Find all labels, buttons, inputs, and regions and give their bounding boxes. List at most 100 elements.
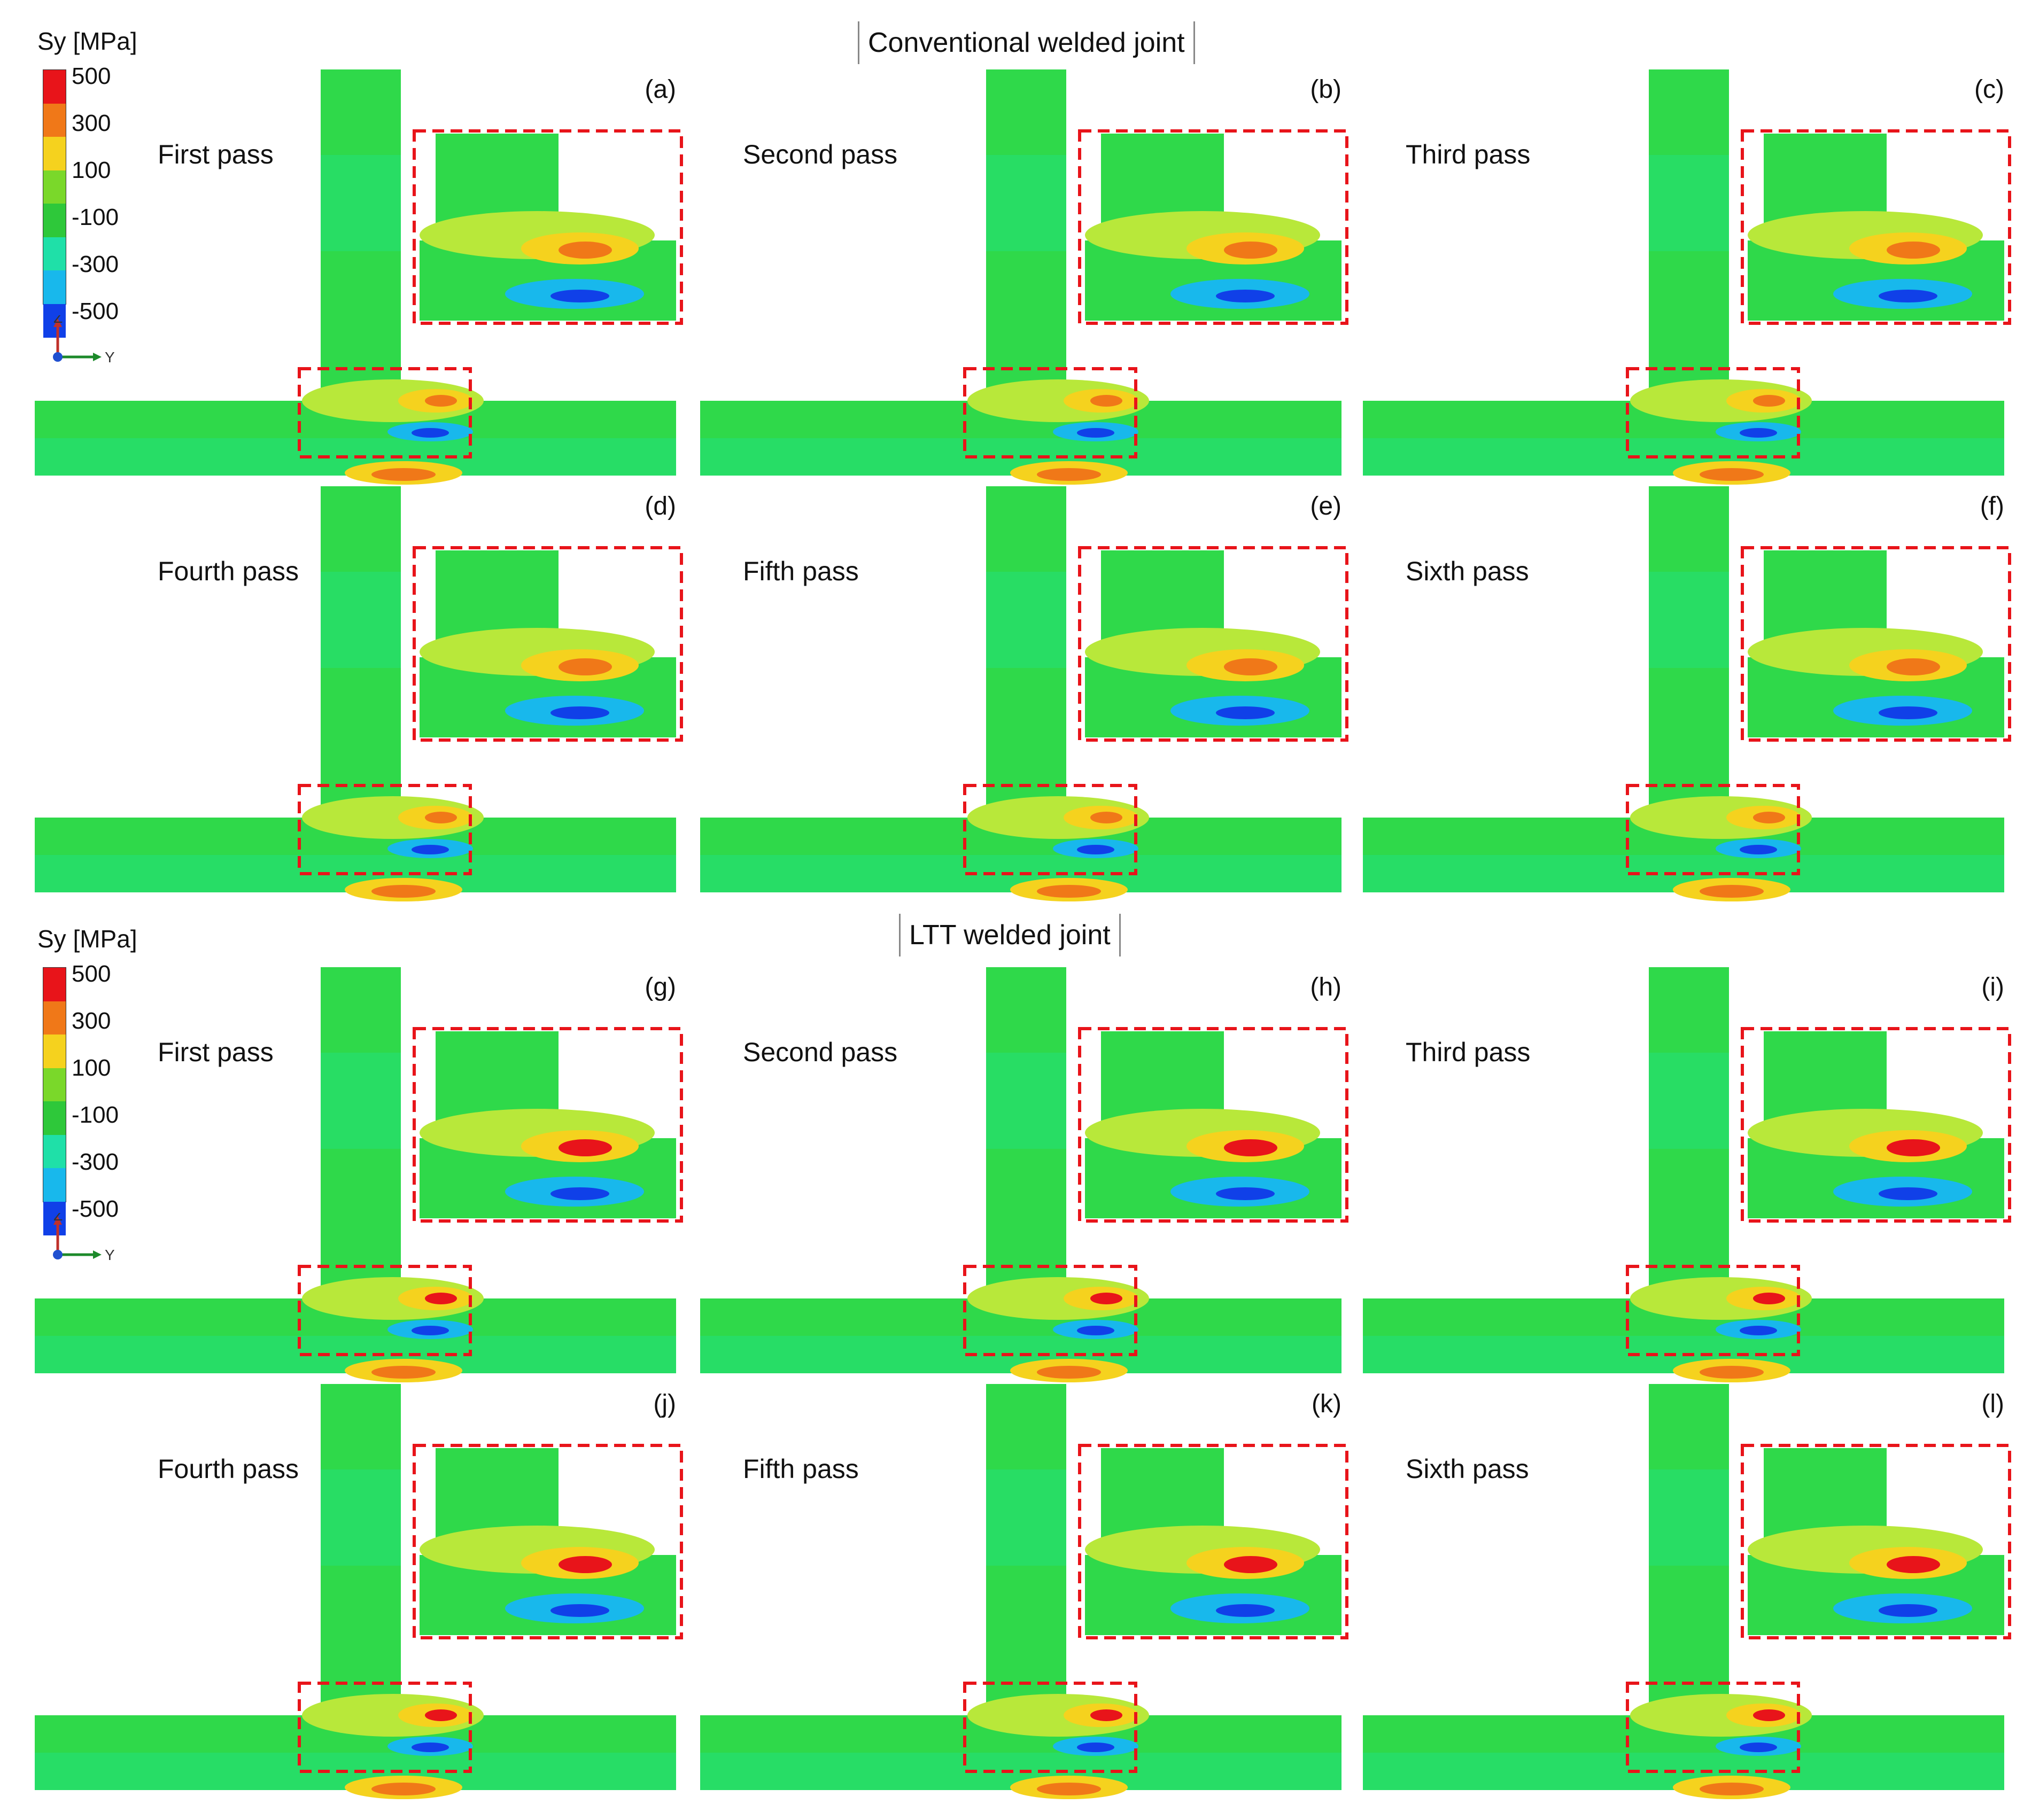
legend-colorbar — [43, 69, 66, 338]
web-band — [1649, 1053, 1729, 1149]
panel-letter: (d) — [645, 492, 676, 520]
contour-panel: (e)Fifth pass — [695, 486, 1352, 901]
axis-triad-icon: Z Y — [53, 315, 115, 363]
zoom-region-box — [1626, 1265, 1800, 1356]
compressive-core — [1740, 1743, 1777, 1752]
inset-compressive-core — [1216, 290, 1275, 302]
web-band — [986, 155, 1066, 251]
weld-zone-peak — [425, 812, 457, 823]
stress-contour-plot — [35, 69, 683, 485]
zoom-inset — [1741, 129, 2011, 325]
stress-contour-plot — [1363, 1384, 2011, 1799]
pass-label: Fourth pass — [158, 1454, 299, 1484]
web-band — [321, 1053, 401, 1149]
contour-panel: (k)Fifth pass — [695, 1384, 1352, 1799]
inset-weld-peak — [559, 1139, 612, 1156]
inset-weld-peak — [1224, 658, 1277, 675]
stress-contour-plot — [1363, 69, 2011, 485]
zoom-region-box — [298, 1265, 472, 1356]
legend-tick: 500 — [72, 63, 111, 89]
compressive-core — [1077, 1326, 1114, 1335]
pass-label: Third pass — [1406, 139, 1531, 169]
inset-weld-peak — [1224, 1139, 1277, 1156]
legend-tick: -100 — [72, 204, 119, 230]
zoom-inset — [1741, 1027, 2011, 1223]
legend-color-segment — [43, 137, 66, 170]
contour-blob — [1037, 1366, 1101, 1379]
weld-zone-peak — [1090, 812, 1122, 823]
inset-compressive-core — [550, 290, 609, 302]
legend-tick: -300 — [72, 251, 119, 277]
pass-label: Fifth pass — [743, 1454, 859, 1484]
inset-compressive-core — [1879, 1604, 1937, 1617]
legend-color-segment — [43, 1201, 66, 1235]
weld-zone-peak — [1090, 395, 1122, 407]
stress-contour-plot — [35, 1384, 683, 1799]
legend-color-segment — [43, 1101, 66, 1135]
web-band — [321, 572, 401, 668]
weld-zone-peak — [1753, 812, 1785, 823]
zoom-inset — [413, 1444, 683, 1639]
inset-weld-peak — [1887, 1139, 1940, 1156]
legend-conventional: Sy [MPa] 500 300 100 -100 -300 -500 Z Y — [37, 27, 160, 363]
legend-color-segment — [43, 204, 66, 237]
zoom-inset — [1078, 1027, 1348, 1223]
panel-letter: (f) — [1980, 492, 2004, 520]
contour-blob — [1700, 885, 1764, 898]
inset-frame — [1078, 129, 1348, 325]
inset-weld-peak — [1224, 1556, 1277, 1573]
inset-compressive-core — [1216, 1604, 1275, 1617]
pass-label: Second pass — [743, 139, 898, 169]
inset-frame — [413, 546, 683, 742]
web-band — [1649, 1469, 1729, 1566]
pass-label: Second pass — [743, 1037, 898, 1067]
contour-panel: (d)Fourth pass — [29, 486, 687, 901]
weld-zone-peak — [1090, 1709, 1122, 1721]
contour-panel: (f)Sixth pass — [1358, 486, 2015, 901]
section-title-conventional: Conventional welded joint — [858, 21, 1195, 64]
legend-color-segment — [43, 1035, 66, 1068]
weld-zone-peak — [425, 395, 457, 407]
compressive-core — [1740, 845, 1777, 854]
inset-weld-peak — [559, 658, 612, 675]
web-band — [986, 1053, 1066, 1149]
contour-blob — [371, 885, 436, 898]
inset-frame — [1078, 1444, 1348, 1639]
legend-color-segment — [43, 968, 66, 1001]
svg-text:Y: Y — [105, 1247, 115, 1261]
compressive-core — [412, 428, 449, 438]
legend-tick: 100 — [72, 1055, 111, 1081]
panel-letter: (b) — [1310, 75, 1341, 104]
svg-text:Z: Z — [53, 1213, 63, 1224]
inset-frame — [1078, 546, 1348, 742]
contour-panel: (h)Second pass — [695, 967, 1352, 1382]
contour-blob — [371, 1366, 436, 1379]
contour-panel: (j)Fourth pass — [29, 1384, 687, 1799]
legend-color-segment — [43, 1068, 66, 1102]
compressive-core — [1077, 428, 1114, 438]
inset-weld-peak — [1887, 1556, 1940, 1573]
panel-letter: (g) — [645, 973, 676, 1001]
inset-compressive-core — [550, 1604, 609, 1617]
legend-color-segment — [43, 304, 66, 338]
pass-label: First pass — [158, 1037, 274, 1067]
inset-frame — [413, 1027, 683, 1223]
inset-frame — [1741, 1027, 2011, 1223]
inset-weld-peak — [1224, 242, 1277, 259]
contour-panel: (l)Sixth pass — [1358, 1384, 2015, 1799]
inset-frame — [1078, 1027, 1348, 1223]
inset-weld-peak — [559, 242, 612, 259]
inset-compressive-core — [550, 1187, 609, 1200]
zoom-inset — [413, 546, 683, 742]
pass-label: Fifth pass — [743, 556, 859, 586]
zoom-inset — [1078, 546, 1348, 742]
compressive-core — [412, 845, 449, 854]
contour-blob — [1037, 885, 1101, 898]
contour-panel: (i)Third pass — [1358, 967, 2015, 1382]
stress-contour-plot — [1363, 967, 2011, 1382]
panel-letter: (i) — [1981, 973, 2004, 1001]
zoom-region-box — [298, 784, 472, 875]
legend-tick: -100 — [72, 1102, 119, 1128]
legend-tick: 300 — [72, 110, 111, 136]
inset-compressive-core — [1879, 706, 1937, 719]
